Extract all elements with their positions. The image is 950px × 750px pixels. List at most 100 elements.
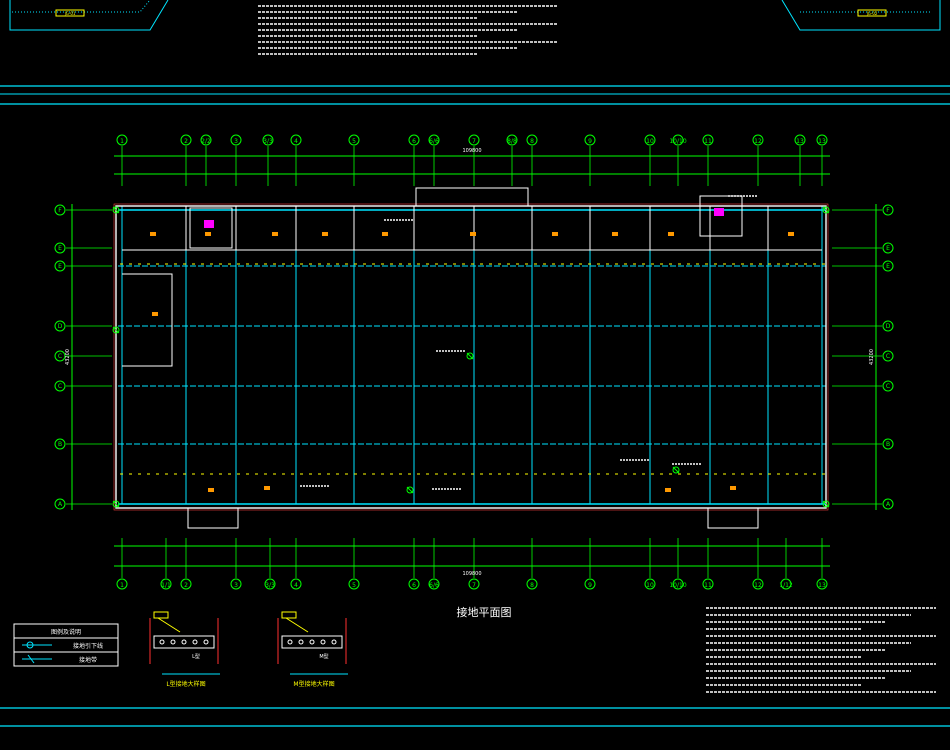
detail-0-bar-4 — [203, 639, 209, 645]
axis-bubble-top-17 — [794, 134, 806, 146]
axis-bubble-left-4 — [54, 350, 66, 362]
drawing-title: 接地平面图 — [457, 606, 512, 619]
title-block-left-hatch — [12, 0, 151, 13]
bottom-ramp-right — [707, 508, 759, 529]
axis-label-right-0: F — [886, 207, 890, 214]
detail-0-caption: L型接地大样图 — [166, 680, 205, 688]
axis-label-left-4: C — [58, 353, 62, 360]
building-outline — [112, 187, 830, 529]
title-block-right-tag — [857, 9, 887, 17]
entrance-canopy — [415, 187, 529, 206]
axis-label-top-15: 11 — [704, 138, 712, 145]
axis-bubble-top-11 — [526, 134, 538, 146]
axis-label-bottom-2: 2 — [184, 582, 188, 589]
detail-0-bar-3 — [192, 639, 198, 645]
axis-label-top-9: 7 — [472, 138, 476, 145]
axis-bubble-bottom-2 — [180, 578, 192, 590]
axis-label-top-16: 12 — [754, 138, 762, 145]
axis-label-left-0: F — [58, 207, 62, 214]
room-tag-5 — [470, 232, 476, 236]
axis-label-bottom-5: 4 — [294, 582, 298, 589]
core-1 — [699, 195, 743, 237]
axis-bubble-left-3 — [54, 320, 66, 332]
dim-left-total: 43200 — [65, 349, 71, 365]
axis-label-bottom-7: 6 — [412, 582, 416, 589]
axis-bubble-top-3 — [230, 134, 242, 146]
axis-bubble-left-7 — [54, 498, 66, 510]
title-block-right-text: JG-02 — [866, 11, 878, 16]
axis-label-top-0: 1 — [120, 138, 124, 145]
axis-bubble-top-0 — [116, 134, 128, 146]
ground-terminal-mark-7 — [672, 466, 680, 474]
axis-bubble-top-1 — [180, 134, 192, 146]
left-room — [122, 273, 173, 367]
ground-terminal-mark-1 — [112, 500, 120, 508]
axis-bubble-top-18 — [816, 134, 828, 146]
detail-1-caption: M型接地大样图 — [293, 680, 334, 688]
axis-bubble-bottom-7 — [408, 578, 420, 590]
detail-0-bar-2 — [181, 639, 187, 645]
general-notes — [258, 5, 936, 693]
ground-terminal-3 — [822, 500, 830, 508]
ground-terminal-2 — [822, 206, 830, 214]
axis-bubble-top-7 — [408, 134, 420, 146]
axis-bubble-top-16 — [752, 134, 764, 146]
axis-bubble-left-5 — [54, 380, 66, 392]
room-tag-1 — [205, 232, 211, 236]
dim-right-total: 43200 — [869, 349, 875, 365]
ground-terminal-1 — [112, 500, 120, 508]
axis-bubble-bottom-8 — [428, 578, 440, 590]
axis-bubble-left-0 — [54, 204, 66, 216]
detail-1-columns — [277, 618, 347, 664]
detail-0-bar-1 — [170, 639, 176, 645]
axis-bubble-bottom-1 — [160, 578, 172, 590]
axis-label-bottom-13: 10/10 — [669, 582, 686, 589]
core-fixture-0 — [204, 220, 214, 228]
room-tag-10 — [152, 312, 158, 316]
detail-0-columns — [149, 618, 219, 664]
axis-label-right-5: C — [886, 383, 890, 390]
axis-label-right-2: E — [886, 263, 890, 270]
axis-label-top-6: 5 — [352, 138, 356, 145]
detail-0-slab — [153, 635, 215, 649]
ground-terminal-mark-4 — [112, 326, 120, 334]
axis-label-bottom-0: 1 — [120, 582, 124, 589]
building-outer-wall — [115, 205, 827, 509]
axis-bubble-top-12 — [584, 134, 596, 146]
axis-label-top-3: 3 — [234, 138, 238, 145]
axis-bubble-top-4 — [262, 134, 274, 146]
ground-terminal-mark-3 — [822, 500, 830, 508]
room-tag-9 — [788, 232, 794, 236]
detail-1-slab — [281, 635, 343, 649]
detail-0-tag-text: L型 — [192, 653, 200, 660]
axis-bubble-bottom-10 — [526, 578, 538, 590]
axis-bubble-bottom-15 — [752, 578, 764, 590]
axis-label-bottom-15: 12 — [754, 582, 762, 589]
axis-label-top-10: 8/8 — [507, 138, 517, 145]
axis-label-bottom-17: 13 — [818, 582, 826, 589]
axis-bubble-right-0 — [882, 204, 894, 216]
axis-label-bottom-4: 3/3 — [265, 582, 275, 589]
axis-bubble-bottom-4 — [264, 578, 276, 590]
axis-label-bottom-11: 9 — [588, 582, 592, 589]
title-block-left — [9, 0, 169, 31]
axis-bubble-bottom-17 — [816, 578, 828, 590]
ground-terminal-6 — [406, 486, 414, 494]
axis-bubble-right-7 — [882, 498, 894, 510]
axis-label-top-8: 6/6 — [429, 138, 439, 145]
axis-bubble-top-14 — [672, 134, 684, 146]
axis-label-bottom-8: 6/6 — [429, 582, 439, 589]
axis-bubble-bottom-16 — [780, 578, 792, 590]
axis-label-top-18: 13 — [818, 138, 826, 145]
axis-bubble-top-6 — [348, 134, 360, 146]
axis-label-left-1: E — [58, 245, 62, 252]
axis-label-left-3: D — [58, 323, 63, 330]
detail-1-leader — [285, 617, 309, 633]
axis-bubble-top-5 — [290, 134, 302, 146]
axis-label-top-4: 3/3 — [263, 138, 273, 145]
axis-bubble-bottom-5 — [290, 578, 302, 590]
room-tag-11 — [208, 488, 214, 492]
